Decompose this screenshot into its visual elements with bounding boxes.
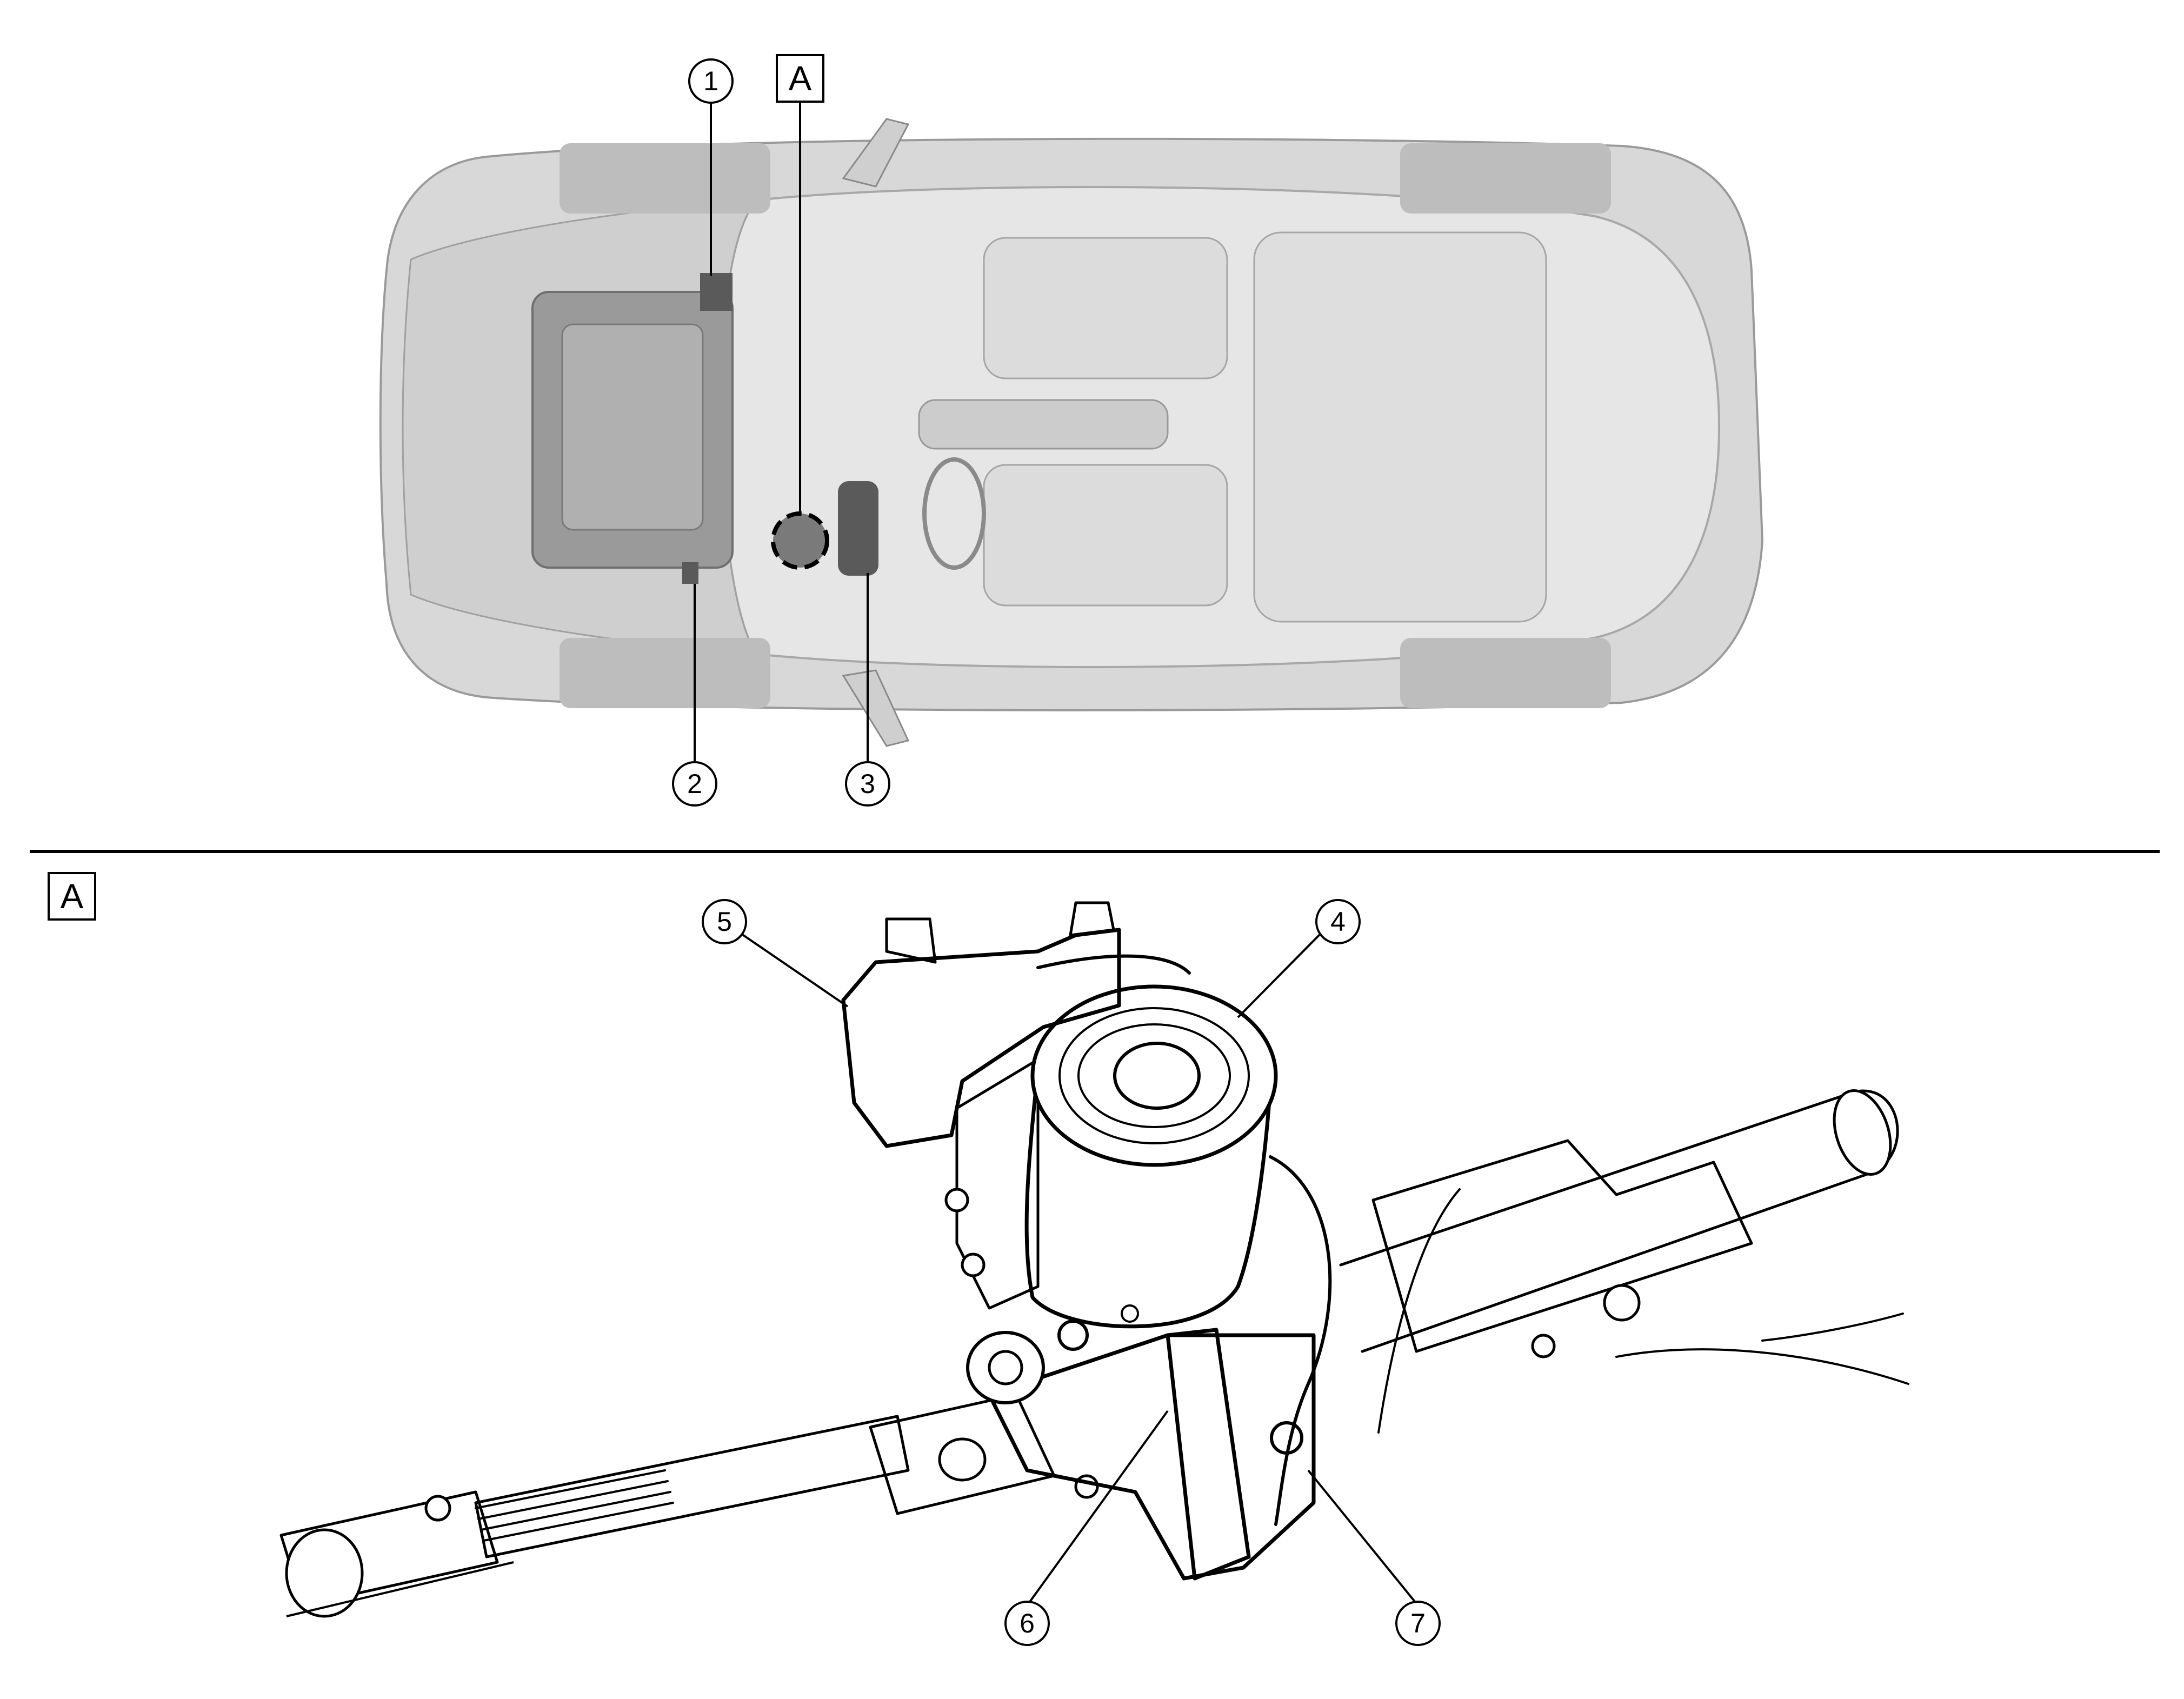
callout-4-label: 4 (1330, 907, 1346, 937)
leader-4 (1237, 932, 1322, 1018)
callout-3-label: 3 (860, 769, 875, 799)
bracket-bolt-1 (1603, 1284, 1641, 1322)
detail-a-location-circle (771, 511, 829, 570)
steering-column-detail (279, 901, 1909, 1618)
sensor-bolt (1270, 1421, 1303, 1455)
callout-2: 2 (672, 761, 717, 807)
eps-motor-hub (1113, 1042, 1201, 1110)
section-marker-a-top-label: A (789, 59, 812, 98)
intermediate-shaft (474, 1415, 910, 1558)
bracket-bolt-2 (1531, 1334, 1556, 1358)
front-seat-left (983, 237, 1228, 379)
callout-4: 4 (1315, 899, 1361, 944)
column-wire-3 (1761, 1312, 1904, 1342)
part-2-component (682, 562, 698, 584)
eps-motor-ring-2 (1077, 1023, 1231, 1128)
callout-1-label: 1 (703, 66, 718, 96)
part-1-component (700, 273, 733, 311)
eps-motor-harness (1269, 1155, 1332, 1526)
callout-1: 1 (688, 58, 734, 104)
leader-7 (1307, 1469, 1419, 1607)
center-console (918, 399, 1169, 450)
rear-seat (1253, 231, 1547, 623)
motor-bracket (955, 1058, 1040, 1310)
eps-motor-mount-bolt (1057, 1320, 1089, 1351)
callout-7: 7 (1395, 1601, 1441, 1646)
column-bracket (1371, 1139, 1753, 1353)
upper-yoke (938, 1437, 987, 1482)
callout-6: 6 (1004, 1601, 1050, 1646)
part-3-component (838, 481, 878, 576)
lower-shaft-end (286, 1561, 514, 1617)
torque-sensor-arm (1166, 1328, 1251, 1581)
eps-control-unit (841, 928, 1121, 1148)
section-marker-a-detail-label: A (61, 877, 84, 916)
mirror-left (842, 118, 910, 188)
motor-bracket-bolt-2 (961, 1252, 986, 1277)
callout-6-label: 6 (1020, 1608, 1035, 1638)
callout-5-label: 5 (717, 907, 732, 937)
leader-6 (1026, 1410, 1169, 1607)
lower-joint-bolt (424, 1495, 451, 1522)
leader-5 (741, 933, 849, 1008)
section-marker-a-top: A (776, 54, 824, 103)
vehicle-top-view (379, 96, 1764, 761)
column-wire-1 (1615, 1348, 1909, 1385)
callout-3: 3 (845, 761, 890, 807)
control-unit-connector-2 (1069, 901, 1115, 937)
control-unit-harness (1036, 954, 1191, 975)
callout-5: 5 (702, 899, 747, 944)
section-marker-a-detail: A (48, 872, 96, 921)
control-unit-connector-1 (885, 917, 937, 964)
callout-7-label: 7 (1410, 1608, 1426, 1638)
steering-wheel (922, 457, 986, 570)
engine-detail (561, 323, 704, 531)
callout-2-label: 2 (687, 769, 702, 799)
gear-housing-mount-hole (988, 1350, 1023, 1385)
eps-motor-body (1024, 1068, 1273, 1329)
eps-motor-screw (1121, 1304, 1139, 1323)
lower-yoke (285, 1528, 364, 1618)
mirror-right (842, 669, 910, 747)
eps-motor-ring-1 (1058, 1007, 1250, 1144)
wheel-rear-left (1400, 143, 1611, 214)
motor-bracket-bolt-1 (944, 1188, 969, 1212)
column-wire-2 (1377, 1188, 1461, 1434)
front-seat-right (983, 464, 1228, 607)
wheel-rear-right (1400, 638, 1611, 708)
wheel-front-right (560, 638, 770, 708)
wheel-front-left (560, 143, 770, 214)
shaft-boot (475, 1469, 674, 1542)
column-tube-end (1833, 1089, 1892, 1176)
